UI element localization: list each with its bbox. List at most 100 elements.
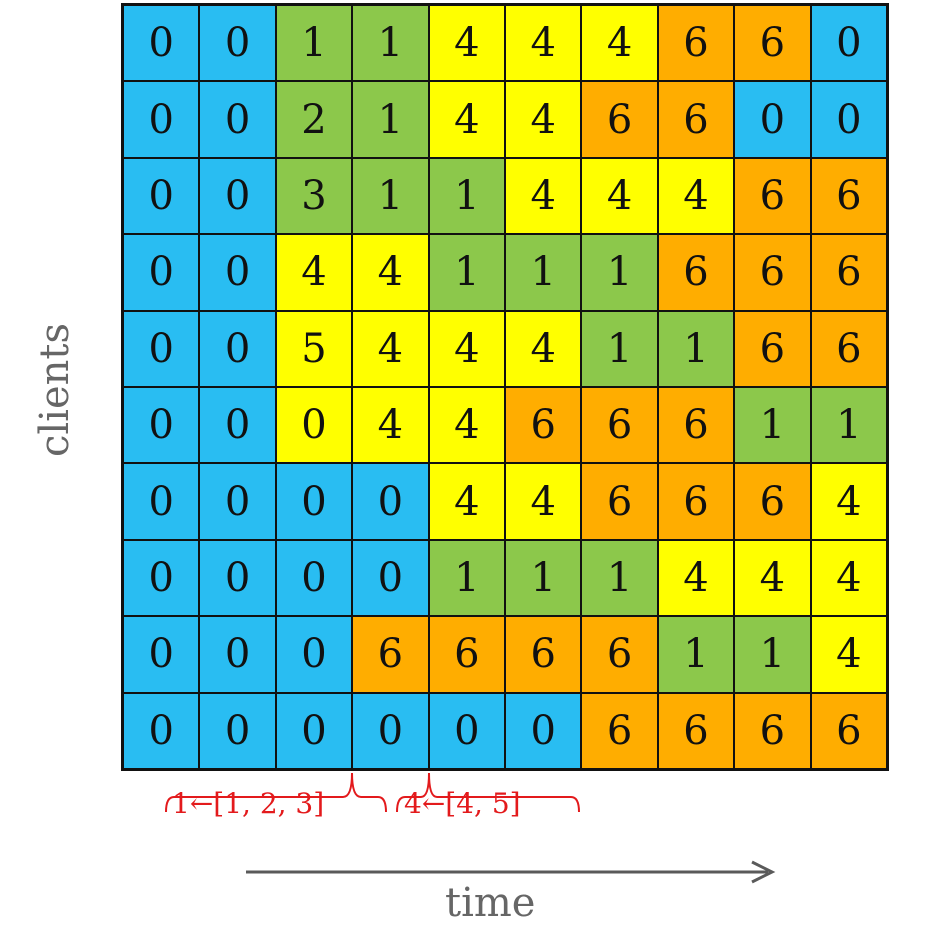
annotation-merge-1: 1←[1, 2, 3] [172, 787, 325, 820]
grid-cell: 6 [657, 234, 735, 311]
grid-cell: 0 [199, 234, 276, 311]
grid-cell: 0 [199, 463, 276, 540]
grid-cell: 1 [657, 616, 735, 693]
grid-cell: 4 [428, 5, 505, 82]
grid-cell: 4 [428, 387, 505, 464]
grid-cell: 4 [505, 463, 582, 540]
grid-cell: 0 [123, 463, 200, 540]
grid-cell: 0 [199, 157, 276, 235]
grid-cell: 5 [275, 310, 353, 387]
grid-cell: 4 [657, 157, 735, 235]
grid-cell: 0 [123, 81, 200, 158]
grid-cell: 6 [734, 463, 811, 540]
grid-cell: 4 [810, 539, 887, 617]
grid-cell: 4 [657, 539, 735, 617]
grid-cell: 4 [505, 81, 582, 158]
grid-cell: 6 [581, 692, 658, 769]
grid-cell: 0 [275, 463, 353, 540]
grid-cell: 4 [505, 157, 582, 235]
grid-cell: 0 [123, 539, 200, 617]
grid-cell: 1 [734, 387, 811, 464]
grid-cell: 0 [199, 539, 276, 617]
grid-cell: 0 [123, 234, 200, 311]
grid-cell: 1 [428, 539, 505, 617]
grid-cell: 4 [352, 387, 429, 464]
grid-cell: 4 [505, 5, 582, 82]
grid-cell: 1 [352, 5, 429, 82]
grid-cell: 1 [275, 5, 353, 82]
grid-cell: 4 [810, 616, 887, 693]
grid-cell: 6 [810, 234, 887, 311]
grid-cell: 1 [352, 81, 429, 158]
grid-cell: 0 [275, 692, 353, 769]
grid-cell: 6 [428, 616, 505, 693]
annotation-merge-4: 4←[4, 5] [404, 787, 521, 820]
grid-cell: 4 [428, 81, 505, 158]
grid-cell: 0 [123, 616, 200, 693]
grid-cell: 6 [581, 81, 658, 158]
grid-cell: 0 [123, 310, 200, 387]
grid-cell: 6 [581, 387, 658, 464]
grid-cell: 0 [123, 5, 200, 82]
grid-cell: 1 [581, 539, 658, 617]
grid-cell: 6 [657, 81, 735, 158]
grid-cell: 6 [810, 692, 887, 769]
grid-cell: 0 [810, 5, 887, 82]
grid-cell: 6 [734, 692, 811, 769]
grid-cell: 6 [734, 310, 811, 387]
grid-cell: 6 [505, 616, 582, 693]
grid-cell: 4 [505, 310, 582, 387]
grid-cell: 6 [734, 5, 811, 82]
bracket-left [165, 772, 387, 813]
grid-cell: 6 [810, 310, 887, 387]
grid-cell: 1 [352, 157, 429, 235]
grid-cell: 4 [275, 234, 353, 311]
grid-cell: 0 [352, 539, 429, 617]
time-arrow-head [751, 860, 776, 884]
grid-cell: 4 [352, 234, 429, 311]
grid-cell: 0 [199, 81, 276, 158]
grid-cell: 1 [428, 234, 505, 311]
grid-cell: 0 [199, 616, 276, 693]
grid-cell: 4 [581, 5, 658, 82]
bracket-right [396, 772, 580, 813]
grid-cell: 6 [734, 234, 811, 311]
grid-cell: 1 [581, 234, 658, 311]
grid-cell: 6 [581, 463, 658, 540]
grid-cell: 1 [505, 539, 582, 617]
grid-cell: 6 [810, 157, 887, 235]
grid-cell: 4 [581, 157, 658, 235]
grid-cell: 6 [657, 692, 735, 769]
grid-cell: 6 [657, 463, 735, 540]
grid-cell: 1 [657, 310, 735, 387]
grid-cell: 4 [734, 539, 811, 617]
grid-cell: 0 [428, 692, 505, 769]
grid-cell: 0 [810, 81, 887, 158]
grid-cell: 0 [734, 81, 811, 158]
grid-cell: 1 [428, 157, 505, 235]
grid-cell: 4 [428, 310, 505, 387]
grid-cell: 4 [810, 463, 887, 540]
grid-cell: 1 [505, 234, 582, 311]
grid-cell: 0 [123, 692, 200, 769]
grid-cell: 6 [734, 157, 811, 235]
grid-cell: 6 [352, 616, 429, 693]
grid-cell: 6 [581, 616, 658, 693]
grid-cell: 1 [810, 387, 887, 464]
grid-cell: 4 [428, 463, 505, 540]
grid-cell: 0 [275, 616, 353, 693]
grid-cell: 0 [275, 539, 353, 617]
grid-cell: 0 [199, 310, 276, 387]
grid-cell: 0 [352, 463, 429, 540]
grid-cell: 0 [352, 692, 429, 769]
grid-cell: 6 [505, 387, 582, 464]
grid-cell: 3 [275, 157, 353, 235]
grid-cell: 0 [199, 387, 276, 464]
grid-cell: 2 [275, 81, 353, 158]
grid-cell: 0 [505, 692, 582, 769]
grid-cell: 0 [123, 157, 200, 235]
grid-cell: 0 [199, 692, 276, 769]
grid-cell: 0 [275, 387, 353, 464]
